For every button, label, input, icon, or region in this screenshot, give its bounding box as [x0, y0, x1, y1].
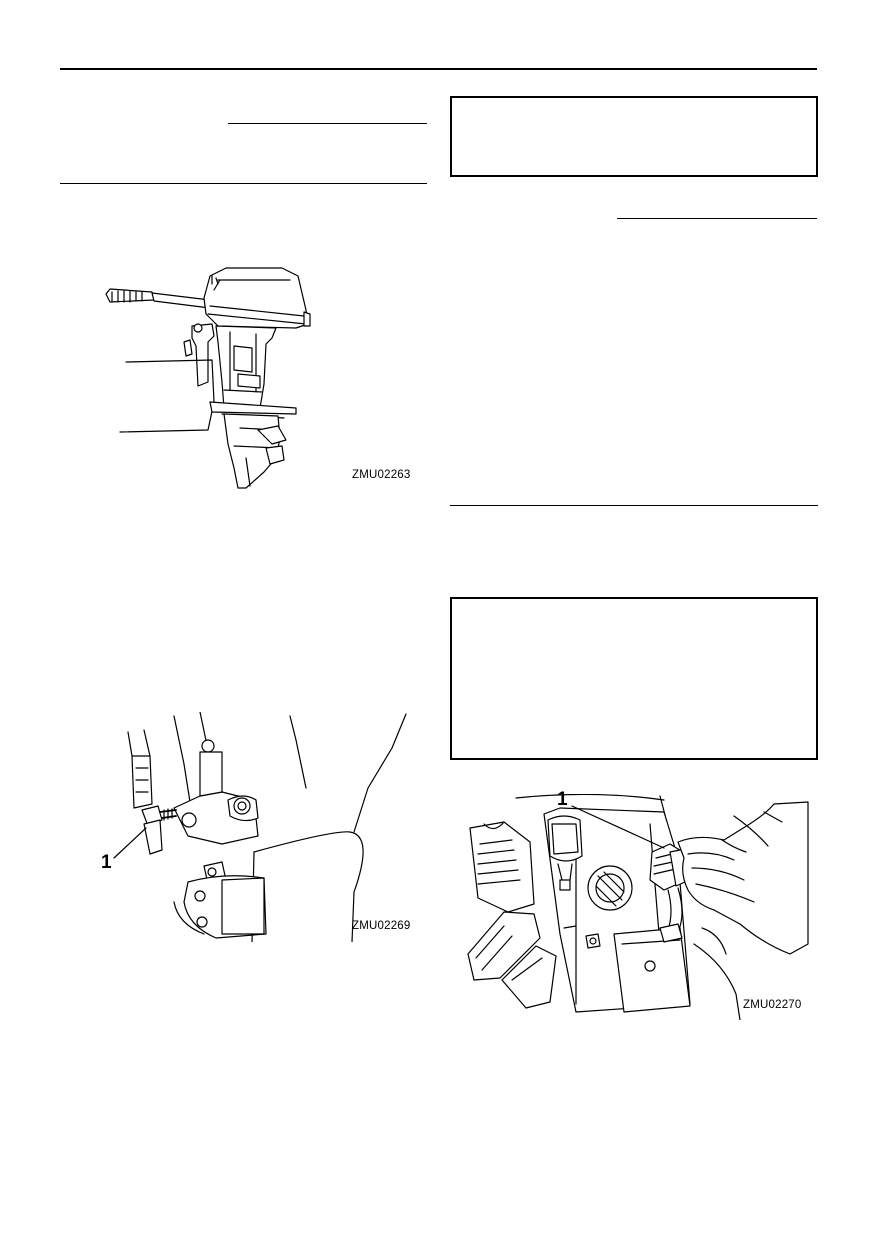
left-section-rule [60, 183, 427, 184]
figure-outboard-motor [100, 262, 330, 490]
lower-case-drain-bolt-icon [113, 712, 407, 942]
figure-fuel-filter [464, 794, 810, 1020]
figure-3-callout-1: 1 [557, 789, 568, 810]
header-rule [60, 68, 817, 70]
right-lower-warning-box [450, 597, 818, 760]
figure-3-code: ZMU02270 [743, 999, 802, 1011]
figure-2-callout-1: 1 [101, 852, 112, 873]
outboard-motor-icon [105, 267, 311, 489]
right-section-rule [450, 505, 818, 506]
left-heading-underline [228, 123, 427, 124]
figure-1-code: ZMU02263 [352, 469, 411, 481]
figure-drain-bolt [104, 712, 414, 942]
right-heading-underline [617, 218, 817, 219]
fuel-filter-hand-icon [467, 794, 809, 1020]
figure-2-code: ZMU02269 [352, 920, 411, 932]
right-top-warning-box [450, 96, 818, 177]
